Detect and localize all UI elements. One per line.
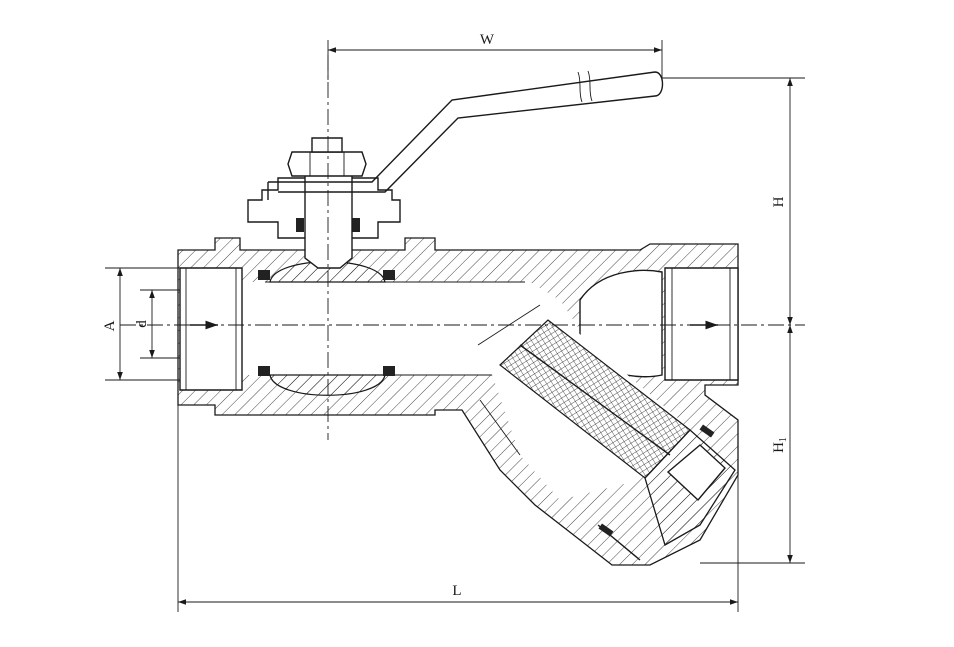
dimension-label-d: d xyxy=(134,320,150,328)
dimension-w xyxy=(327,40,663,80)
dimension-label-w: W xyxy=(480,32,495,48)
stem-assembly xyxy=(247,70,664,269)
dimension-label-a: A xyxy=(102,320,118,331)
dimension-label-h1: H1 xyxy=(771,437,789,453)
dimension-l xyxy=(177,405,739,612)
strainer-cap xyxy=(597,424,736,561)
dimension-label-h1-sub: 1 xyxy=(778,437,789,442)
seat-ring xyxy=(383,366,395,376)
dimension-label-l: L xyxy=(452,583,461,599)
dimension-label-h: H xyxy=(771,196,787,207)
seat-ring xyxy=(383,270,395,280)
seat-ring xyxy=(258,366,270,376)
dimension-label-h1-main: H xyxy=(771,442,787,453)
dimension-h xyxy=(662,77,805,325)
dimension-a xyxy=(105,267,180,381)
dimension-d xyxy=(140,289,180,359)
dimension-h1 xyxy=(700,325,805,564)
seat-ring xyxy=(258,270,270,280)
